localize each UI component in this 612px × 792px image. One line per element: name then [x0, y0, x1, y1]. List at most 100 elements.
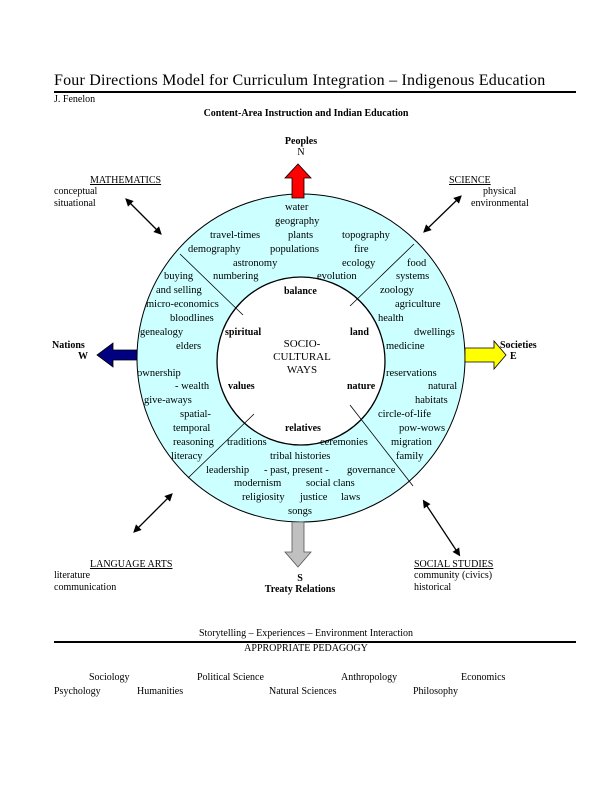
mathematics-title: MATHEMATICS: [90, 175, 162, 186]
social-studies-link-arrow: [422, 499, 461, 557]
ring-word-west: buying: [164, 271, 194, 282]
mathematics-item: conceptual: [54, 186, 98, 197]
mathematics-item: situational: [54, 198, 96, 209]
language-arts-item: communication: [54, 582, 117, 593]
science-item: environmental: [471, 198, 529, 209]
discipline: Humanities: [137, 686, 184, 697]
ring-word-north: evolution: [317, 271, 357, 282]
east-name: Societies: [500, 340, 537, 351]
subject-science: SCIENCE physical environmental: [449, 175, 529, 210]
center-line: WAYS: [286, 364, 318, 376]
west-label: Nations W: [52, 340, 92, 362]
ring-word-south: governance: [347, 465, 396, 476]
subject-mathematics: MATHEMATICS conceptual situational: [54, 175, 161, 210]
social-studies-title: SOCIAL STUDIES: [414, 559, 494, 570]
ring-word-east: health: [378, 313, 404, 324]
discipline: Natural Sciences: [269, 686, 337, 697]
discipline: Anthropology: [341, 672, 398, 683]
ring-word-south: tribal histories: [270, 451, 331, 462]
east-label: Societies E: [500, 340, 550, 362]
discipline: Political Science: [197, 672, 264, 683]
ring-word-south: social clans: [306, 478, 355, 489]
ring-word-west: micro-economics: [146, 299, 219, 310]
ring-word-north: demography: [188, 244, 241, 255]
inner-label-land: land: [350, 327, 369, 338]
ring-word-west: genealogy: [140, 327, 184, 338]
south-letter: S: [297, 573, 303, 584]
ring-word-east: pow-wows: [399, 423, 446, 434]
ring-word-east: reservations: [386, 368, 437, 379]
math-link-arrow: [125, 198, 162, 235]
subject-social-studies: SOCIAL STUDIES community (civics) histor…: [414, 559, 493, 594]
ring-word-north: water: [285, 202, 309, 213]
west-arrow: [96, 342, 138, 368]
ring-word-south: religiosity: [242, 492, 285, 503]
south-label: S Treaty Relations: [248, 573, 352, 595]
ring-word-east: dwellings: [414, 327, 455, 338]
discipline: Philosophy: [413, 686, 459, 697]
ring-word-west: ownership: [137, 368, 181, 379]
discipline: Psychology: [54, 686, 101, 697]
science-item: physical: [483, 186, 517, 197]
ring-word-east: natural: [428, 381, 458, 392]
ring-word-west: give-aways: [144, 395, 192, 406]
page-title: Four Directions Model for Curriculum Int…: [54, 72, 546, 89]
divider-nw: [179, 253, 244, 316]
divider-ne: [349, 243, 415, 307]
ring-word-west: temporal: [173, 423, 211, 434]
ring-word-east: systems: [396, 271, 430, 282]
ring-word-south: laws: [341, 492, 361, 503]
ring-word-north: astronomy: [233, 258, 278, 269]
north-letter: N: [297, 147, 305, 158]
ring-word-west: spatial-: [180, 409, 211, 420]
language-arts-item: literature: [54, 570, 91, 581]
center-label: SOCIO- CULTURAL WAYS: [261, 338, 343, 377]
social-studies-item: historical: [414, 582, 452, 593]
inner-label-spiritual: spiritual: [225, 327, 262, 338]
ring-word-west: - wealth: [175, 381, 210, 392]
west-letter: W: [78, 351, 88, 362]
ring-word-east: habitats: [415, 395, 448, 406]
south-arrow: [284, 521, 312, 568]
ring-word-north: populations: [270, 244, 319, 255]
ring-word-east: circle-of-life: [378, 409, 432, 420]
pedagogy-line: Storytelling – Experiences – Environment…: [198, 628, 414, 639]
north-name: Peoples: [284, 136, 318, 147]
east-arrow: [464, 339, 507, 371]
divider-sw: [187, 413, 255, 479]
ring-word-east: family: [396, 451, 424, 462]
science-link-arrow: [423, 195, 462, 233]
subject-language-arts: LANGUAGE ARTS literature communication: [54, 559, 172, 594]
discipline: Sociology: [89, 672, 130, 683]
ring-word-east: agriculture: [395, 299, 441, 310]
ring-word-south: justice: [300, 492, 328, 503]
ring-word-south: traditions: [227, 437, 267, 448]
ring-word-south: - past, present -: [264, 465, 329, 476]
north-label: Peoples N: [276, 136, 326, 158]
language-arts-link-arrow: [133, 493, 173, 533]
social-studies-item: community (civics): [414, 570, 493, 581]
inner-label-values: values: [228, 381, 255, 392]
language-arts-title: LANGUAGE ARTS: [90, 559, 173, 570]
north-arrow: [284, 163, 312, 199]
east-letter: E: [510, 351, 517, 362]
west-name: Nations: [52, 340, 85, 351]
ring-word-north: geography: [275, 216, 320, 227]
south-name: Treaty Relations: [264, 584, 336, 595]
ring-word-north: fire: [354, 244, 369, 255]
ring-word-west: and selling: [156, 285, 202, 296]
ring-word-west: literacy: [171, 451, 203, 462]
discipline: Economics: [461, 672, 506, 683]
inner-label-balance: balance: [284, 286, 317, 297]
ring-word-north: travel-times: [210, 230, 261, 241]
ring-word-east: zoology: [380, 285, 414, 296]
author: J. Fenelon: [54, 94, 96, 105]
footer-rule: [54, 641, 576, 643]
inner-label-relatives: relatives: [285, 423, 321, 434]
ring-word-south: leadership: [206, 465, 250, 476]
ring-word-east: migration: [391, 437, 432, 448]
center-line: CULTURAL: [273, 351, 331, 363]
title-rule: [54, 91, 576, 93]
ring-word-south: modernism: [234, 478, 282, 489]
